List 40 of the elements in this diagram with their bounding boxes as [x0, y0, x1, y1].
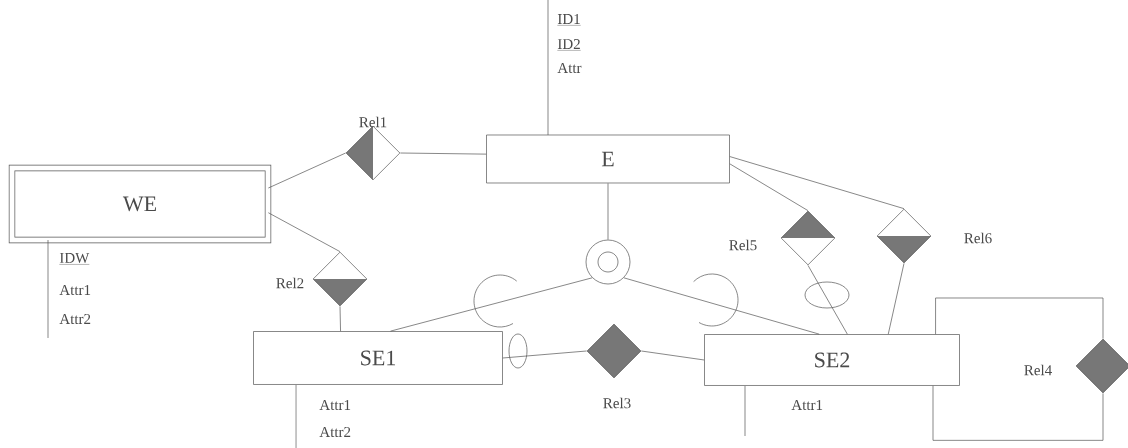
entity-box: E [486, 134, 730, 184]
relationship-label: Rel1 [359, 116, 387, 128]
connector-line [807, 265, 848, 335]
entity-box: SE1 [253, 331, 503, 385]
relationship-label: Rel4 [1024, 364, 1052, 376]
relationship-label: Rel6 [964, 232, 992, 244]
connector-line [729, 156, 905, 209]
attribute-label: Attr2 [59, 313, 91, 325]
connector-line [607, 183, 609, 240]
connector-line [502, 350, 587, 359]
relationship-label: Rel3 [603, 397, 631, 409]
attribute-label: ID1 [557, 14, 581, 26]
relationship-diamond [780, 210, 836, 266]
attribute-label: Attr2 [319, 426, 351, 438]
connector-line [339, 306, 341, 332]
isa-circle [585, 239, 631, 285]
relationship-label: Rel2 [276, 277, 304, 289]
connector-line [623, 277, 820, 335]
connector-line [729, 163, 809, 211]
relationship-diamond [1075, 338, 1128, 394]
attribute-label: Attr [557, 63, 582, 73]
connector-line [935, 297, 1104, 339]
connector-line [887, 263, 905, 335]
weak-entity-box: WE [8, 164, 272, 244]
attribute-label: ID2 [557, 39, 581, 51]
entity-box: SE2 [704, 334, 960, 386]
connector-line [932, 385, 1104, 441]
attribute-label: IDW [59, 253, 90, 265]
connector-line [641, 350, 705, 361]
relationship-diamond [586, 323, 642, 379]
relationship-diamond [876, 208, 932, 264]
attribute-label: Attr1 [319, 400, 351, 410]
connector-line [400, 152, 487, 155]
relationship-diamond [312, 251, 368, 307]
attribute-label: Attr1 [59, 285, 91, 295]
connector-line [268, 212, 341, 252]
connector-line [390, 277, 593, 332]
relationship-label: Rel5 [729, 239, 757, 251]
attribute-label: Attr1 [791, 400, 823, 410]
connector-line [268, 152, 346, 189]
